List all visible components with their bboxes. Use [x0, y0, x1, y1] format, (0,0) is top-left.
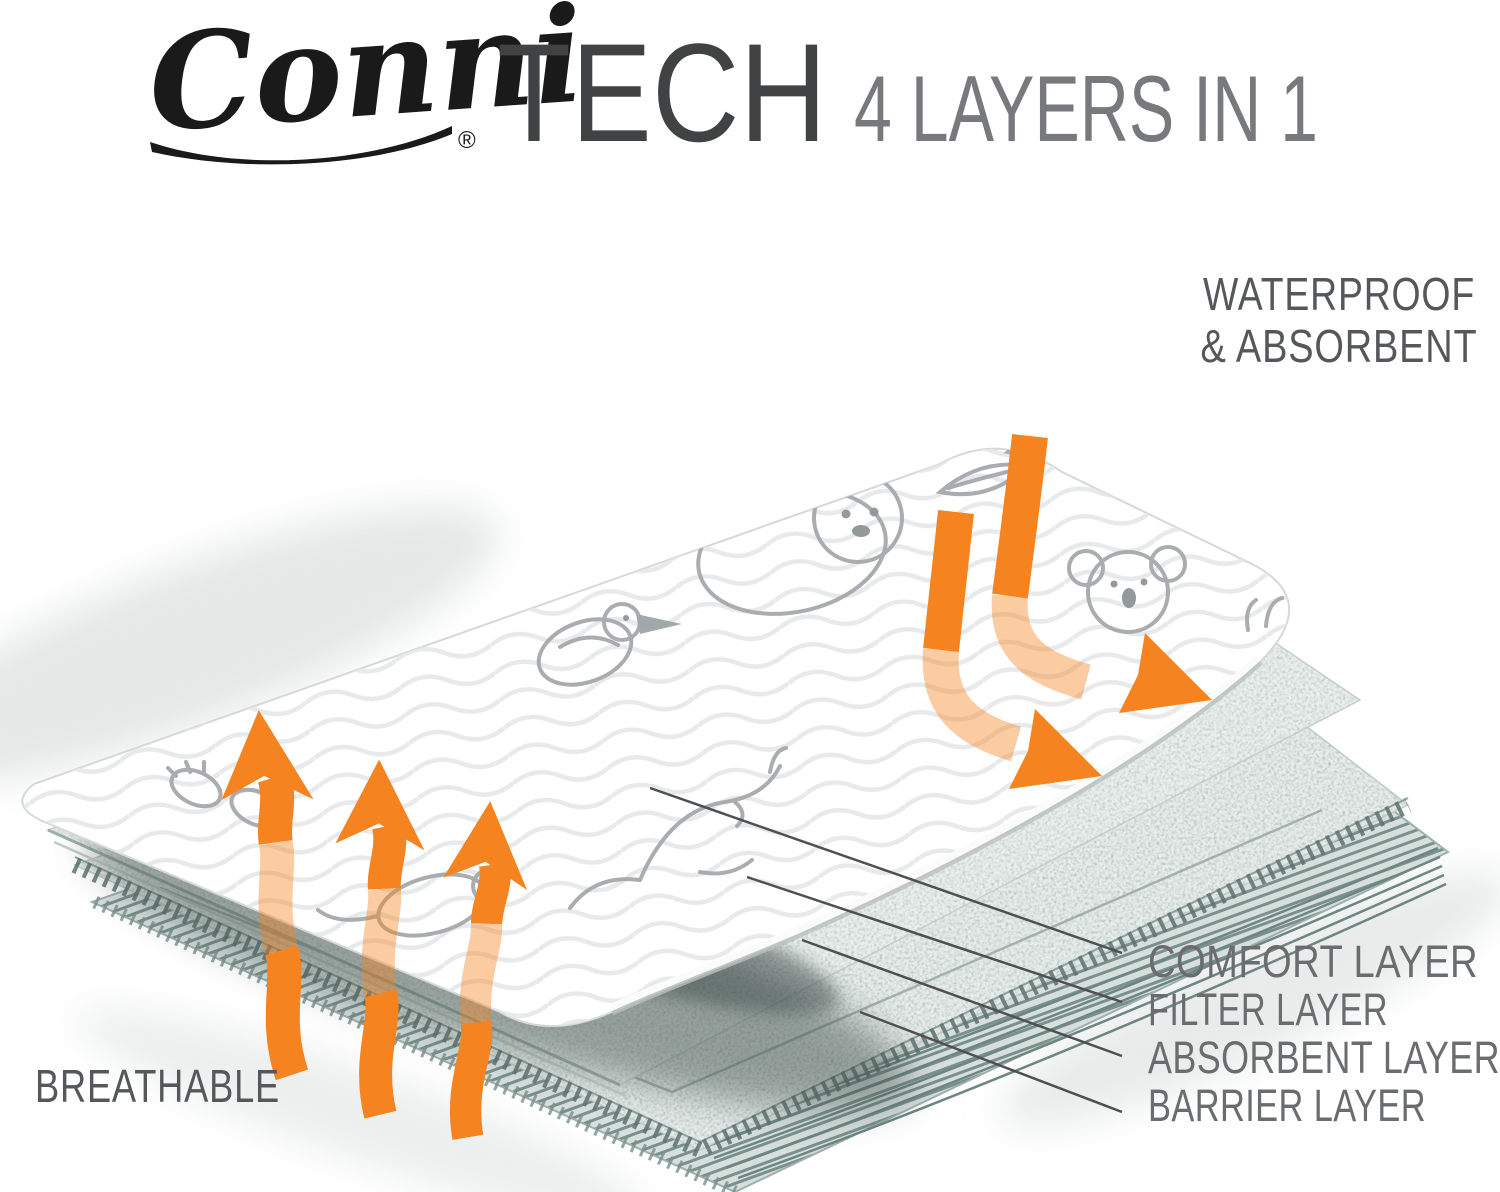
- layer-label-comfort: COMFORT LAYER: [1148, 936, 1478, 987]
- breathable-annotation: BREATHABLE: [35, 1060, 280, 1112]
- layer-label-barrier: BARRIER LAYER: [1148, 1080, 1426, 1131]
- leader-line-absorbent: [801, 938, 1123, 1058]
- absorb-arrow-2: [991, 434, 1212, 713]
- leader-line-comfort: [649, 786, 1123, 955]
- layer-label-absorbent: ABSORBENT LAYER: [1148, 1032, 1500, 1083]
- background-haze: [0, 505, 1500, 1192]
- absorb-arrows-icon: [922, 434, 1212, 789]
- layer-labels: COMFORT LAYER FILTER LAYER ABSORBENT LAY…: [1148, 936, 1500, 1131]
- brand-wordmark: Conni: [144, 0, 589, 162]
- logo-tagline: 4 LAYERS IN 1: [854, 56, 1318, 161]
- product-line-title: TECH: [497, 14, 827, 171]
- logo-lockup: Conni ® TECH 4 LAYERS IN 1: [144, 0, 1318, 171]
- brand-underline-swoosh: [150, 126, 452, 165]
- layer-label-filter: FILTER LAYER: [1148, 984, 1388, 1035]
- waterproof-annotation-line1: WATERPROOF: [1203, 268, 1475, 320]
- waterproof-annotation-line2: & ABSORBENT: [1201, 320, 1478, 372]
- absorb-arrow-1: [922, 510, 1102, 789]
- leader-line-filter: [746, 875, 1123, 1004]
- leader-line-barrier: [859, 1010, 1123, 1114]
- comfort-layer-sheet: [21, 447, 1290, 1027]
- registered-mark-icon: ®: [458, 127, 476, 154]
- leader-lines: [649, 786, 1123, 1114]
- waterproof-annotation: WATERPROOF & ABSORBENT: [1201, 268, 1478, 372]
